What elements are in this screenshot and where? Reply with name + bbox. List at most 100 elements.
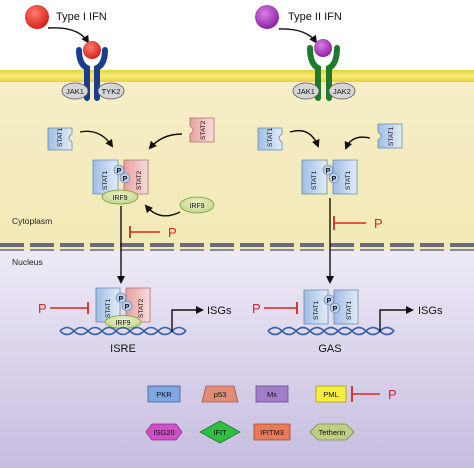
phospho-site — [115, 292, 127, 304]
phospho-site — [329, 302, 341, 314]
irf9-label: IRF9 — [115, 320, 130, 327]
phospho-label: P — [332, 176, 337, 183]
irf9-free — [179, 196, 215, 214]
type1-ifn-ball — [25, 5, 49, 29]
tyk2-left — [97, 82, 125, 100]
type1-binding-arrow — [47, 27, 90, 44]
nucleus-label: Nucleus — [12, 257, 43, 267]
stat1-monomer-right-b: STAT1 — [377, 123, 403, 149]
phospho-site — [121, 300, 133, 312]
stat1-label: STAT1 — [345, 170, 352, 190]
phospho-label: P — [117, 168, 122, 175]
jak2-right — [328, 82, 356, 100]
nucleus-region — [0, 250, 474, 468]
stat1-label: STAT1 — [57, 127, 64, 147]
stat1-recruit-arrow-left — [79, 130, 114, 148]
type1-ifn-ligand-group: Type I IFN — [25, 5, 107, 44]
isg-product-isg20: ISG20 — [145, 423, 183, 441]
isg-label: IFIT — [213, 428, 227, 437]
dna-helix-gas — [267, 326, 395, 336]
isg-label: IFITM3 — [260, 428, 284, 437]
phospho-label: P — [123, 176, 128, 183]
irf9-bound-cytoplasm — [101, 189, 139, 205]
isg-product-p53: p53 — [201, 385, 239, 403]
phospho-site — [322, 164, 334, 176]
stat1-monomer-left: STAT1 — [47, 127, 73, 151]
isg-product-tetherin: Tetherin — [309, 423, 355, 441]
jak1-left-label: JAK1 — [66, 87, 84, 96]
type2-receptor: JAK1 JAK2 — [292, 39, 356, 101]
phospho-label: P — [333, 306, 338, 313]
inhibition-nucleus-right: P — [252, 301, 298, 316]
isg-product-pml: PML — [315, 385, 347, 403]
stat1-recruit-arrow-right-a — [289, 129, 320, 148]
jak1-left — [61, 82, 89, 100]
stat2-label: STAT2 — [200, 120, 207, 140]
isg-label: p53 — [214, 390, 227, 399]
type2-binding-arrow — [278, 28, 318, 44]
jak2-right-label: JAK2 — [333, 87, 351, 96]
isg-label: Mx — [267, 390, 277, 399]
stat1-recruit-arrow-right-b — [344, 136, 371, 150]
phospho-label: P — [119, 296, 124, 303]
inhibitor-p-label: P — [388, 387, 397, 402]
stat2-label: STAT2 — [138, 298, 145, 318]
gaf-complex-nucleus: STAT1 STAT1 P P — [303, 289, 359, 325]
stat1-label: STAT1 — [102, 170, 109, 190]
tyk2-left-label: TYK2 — [102, 87, 121, 96]
irf9-bound-nucleus — [104, 315, 142, 329]
gaf-complex-cytoplasm: STAT1 STAT1 P P — [301, 159, 358, 195]
inhibition-nucleus-left: P — [38, 301, 89, 316]
isg-label: Tetherin — [319, 428, 346, 437]
stat2-monomer-left: STAT2 — [189, 117, 215, 143]
isg-product-mx: Mx — [255, 385, 289, 403]
type1-receptor: JAK1 TYK2 — [61, 41, 125, 101]
phospho-site — [119, 172, 131, 184]
isgf3-complex-cytoplasm: STAT1 STAT2 P P IRF9 — [92, 159, 149, 205]
stat1-label: STAT1 — [313, 300, 320, 320]
cytoplasm-region — [0, 72, 474, 250]
inhibition-cytoplasm-right: P — [333, 216, 383, 231]
irf9-label: IRF9 — [189, 203, 204, 210]
inhibitor-p-label: P — [252, 301, 261, 316]
inhibitor-p-label: P — [38, 301, 47, 316]
isg-label: PKR — [156, 390, 172, 399]
phospho-site — [328, 172, 340, 184]
isg-product-ifit: IFIT — [199, 420, 241, 444]
plasma-membrane — [0, 70, 474, 82]
isre-label: ISRE — [110, 343, 136, 355]
irf9-recruit-arrow — [144, 204, 181, 217]
stat1-label: STAT1 — [267, 127, 274, 147]
stat1-monomer-right-a: STAT1 — [257, 127, 283, 151]
phospho-label: P — [327, 298, 332, 305]
isgs-label-left: ISGs — [207, 305, 232, 317]
stat1-label: STAT1 — [346, 300, 353, 320]
stat1-label: STAT1 — [388, 126, 395, 146]
isg-product-ifitm3: IFITM3 — [253, 423, 291, 441]
type1-ifn-label: Type I IFN — [56, 11, 107, 23]
irf9-label: IRF9 — [112, 195, 127, 202]
stat2-recruit-arrow-left — [148, 133, 183, 150]
inhibition-cytoplasm-left: P — [129, 225, 177, 240]
phospho-site — [323, 294, 335, 306]
nuclear-envelope — [0, 243, 474, 251]
stat1-label: STAT1 — [311, 170, 318, 190]
phospho-label: P — [125, 304, 130, 311]
inhibition-pml: P — [351, 386, 397, 402]
stat2-label: STAT2 — [136, 170, 143, 190]
isg-label: ISG20 — [153, 428, 174, 437]
jak1-right — [292, 82, 320, 100]
stat1-label: STAT1 — [105, 298, 112, 318]
transcription-arrow-right — [379, 306, 414, 332]
dna-helix-isre — [59, 326, 187, 336]
type2-ifn-label: Type II IFN — [288, 11, 342, 23]
isgs-label-right: ISGs — [418, 305, 443, 317]
inhibitor-p-label: P — [168, 225, 177, 240]
type2-ifn-ligand-group: Type II IFN — [255, 5, 342, 44]
type2-ifn-ball — [255, 5, 279, 29]
cytoplasm-label: Cytoplasm — [12, 216, 52, 226]
isgf3-complex-nucleus: STAT1 STAT2 P P IRF9 — [95, 287, 151, 329]
isg-label: PML — [323, 390, 338, 399]
type2-receptor-bound-ifn — [314, 39, 332, 57]
